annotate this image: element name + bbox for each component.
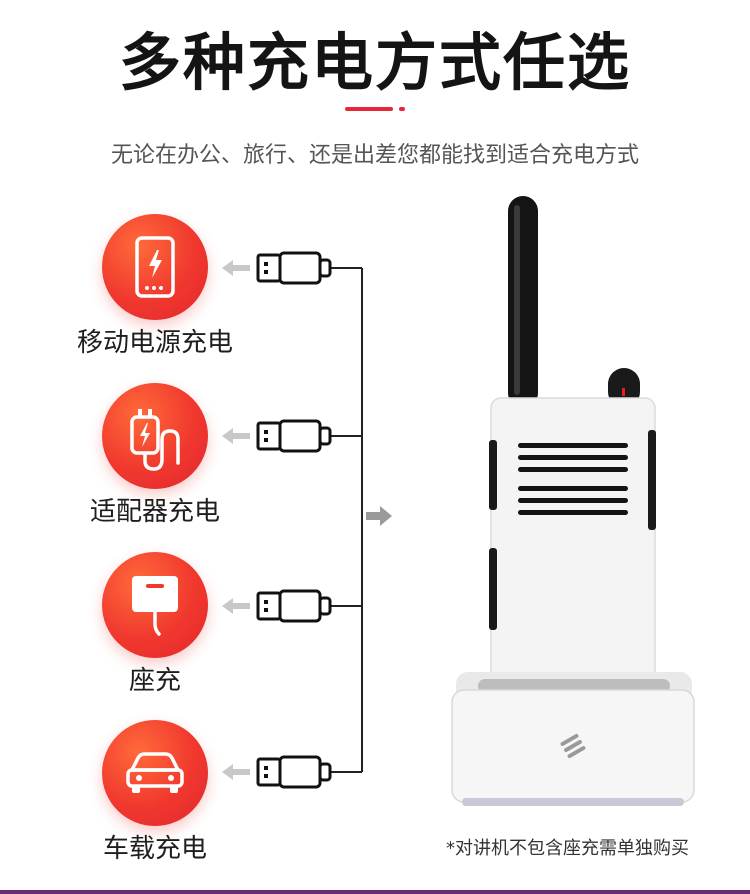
- speaker-grille: [518, 443, 628, 515]
- page-title: 多种充电方式任选: [118, 26, 631, 99]
- power-bank-icon: [102, 214, 208, 320]
- title-decoration-dot: [399, 107, 405, 111]
- usb-plug-icon: [256, 589, 332, 623]
- arrow-left-icon: [222, 260, 250, 276]
- usb-plug-icon: [256, 419, 332, 453]
- method-label: 适配器充电: [89, 497, 220, 527]
- usb-plug-icon: [256, 251, 332, 285]
- method-label: 座充: [128, 666, 181, 696]
- walkie-talkie-illustration: [451, 196, 695, 806]
- usb-plug-icon: [256, 755, 332, 789]
- car-icon: [102, 720, 208, 826]
- arrow-left-icon: [222, 428, 250, 444]
- method-label: 移动电源充电: [76, 328, 233, 358]
- arrow-left-icon: [222, 598, 250, 614]
- method-label: 车载充电: [102, 834, 207, 864]
- footnote: *对讲机不包含座充需单独购买: [446, 838, 689, 859]
- arrow-left-icon: [222, 764, 250, 780]
- brand-logo-icon: [560, 733, 586, 759]
- bottom-border: [0, 890, 750, 894]
- page-subtitle: 无论在办公、旅行、还是出差您都能找到适合充电方式: [110, 143, 639, 168]
- arrow-right-icon: [366, 506, 392, 526]
- title-decoration-bar: [345, 107, 393, 111]
- adapter-icon: [102, 383, 208, 489]
- desk-charger-icon: [102, 552, 208, 658]
